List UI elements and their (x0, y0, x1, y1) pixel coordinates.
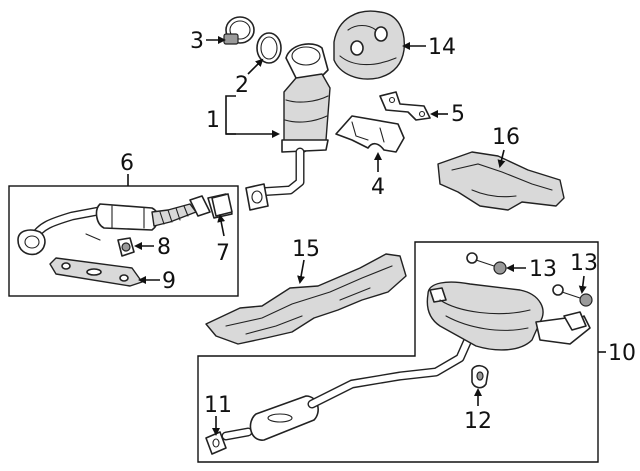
center-heat-shield-part (437, 151, 565, 211)
bracket-small-part (379, 91, 431, 121)
callout-4: 4 (371, 175, 385, 200)
group-box-rear-exhaust (197, 241, 599, 463)
hanger-12-part (471, 364, 489, 389)
callout-13-left: 13 (529, 257, 557, 282)
bracket-large-part (335, 115, 405, 153)
callout-11: 11 (204, 393, 232, 418)
callout-16: 16 (492, 125, 520, 150)
underbody-heat-shield-part (205, 253, 407, 345)
rear-exhaust-part (221, 281, 591, 441)
callout-5: 5 (451, 102, 465, 127)
bracket-plate-part (49, 257, 143, 287)
flange-gasket-part (211, 193, 233, 217)
callout-12: 12 (464, 409, 492, 434)
front-pipe-part (17, 193, 233, 256)
callout-9: 9 (162, 269, 176, 294)
callout-8: 8 (157, 235, 171, 260)
callout-13-right: 13 (570, 251, 598, 276)
callout-7: 7 (216, 241, 230, 266)
upper-heat-shield-part (333, 10, 405, 80)
callout-2: 2 (235, 73, 249, 98)
clamp-part (223, 16, 255, 45)
catalytic-converter-part (245, 43, 331, 211)
leader-lines (127, 36, 606, 436)
group-box-front-pipe (8, 185, 239, 297)
callout-10: 10 (608, 341, 636, 366)
callout-labels: 1 2 3 4 5 6 7 8 9 10 11 12 13 13 14 15 1… (120, 29, 636, 434)
insulator-13-left-part (466, 252, 507, 275)
callout-1: 1 (206, 108, 220, 133)
gasket-part (256, 32, 282, 64)
callout-15: 15 (292, 237, 320, 262)
callout-14: 14 (428, 35, 456, 60)
callout-6: 6 (120, 151, 134, 176)
insulator-13-right-part (552, 284, 593, 307)
hanger-8-part (117, 237, 135, 257)
callout-3: 3 (190, 29, 204, 54)
